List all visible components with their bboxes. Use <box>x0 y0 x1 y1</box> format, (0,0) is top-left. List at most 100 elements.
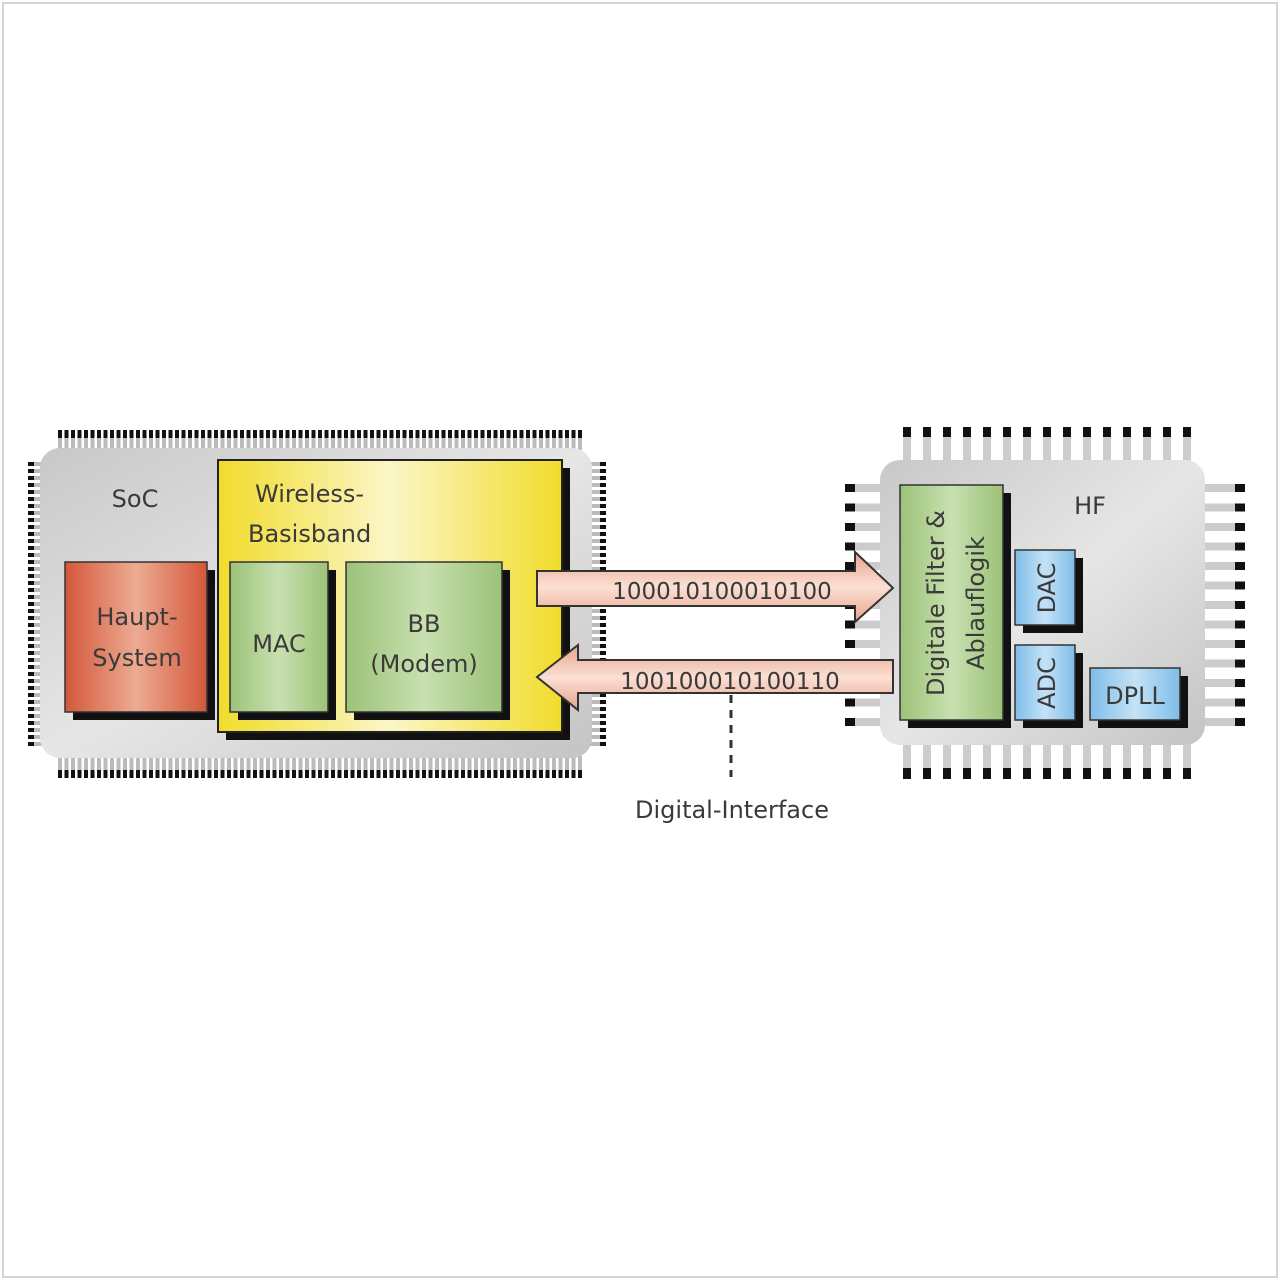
chip-pin <box>103 756 108 770</box>
chip-pin <box>1235 601 1245 609</box>
chip-pin <box>285 770 290 778</box>
chip-pin <box>903 437 911 462</box>
chip-pin <box>532 438 537 450</box>
chip-pin <box>526 438 530 450</box>
chip-pin <box>1235 523 1245 531</box>
bb-label-2: (Modem) <box>370 650 478 678</box>
chip-pin <box>149 438 153 450</box>
dac-block <box>1014 549 1076 626</box>
chip-pin <box>590 651 600 655</box>
chip-pin <box>454 438 459 450</box>
chip-pin <box>142 756 147 770</box>
chip-pin <box>298 438 303 450</box>
chip-pin <box>370 438 374 450</box>
chip-pin <box>590 644 600 648</box>
chip-pin <box>34 616 42 620</box>
chip-pin <box>845 523 855 531</box>
chip-pin <box>1203 542 1235 551</box>
chip-pin <box>305 430 309 438</box>
chip-pin <box>480 756 485 770</box>
chip-pin <box>558 770 563 778</box>
chip-pin <box>590 721 600 725</box>
chip-pin <box>519 756 524 770</box>
chip-pin <box>298 430 303 438</box>
chip-pin <box>34 532 42 536</box>
chip-pin <box>28 637 34 641</box>
chip-pin <box>28 714 34 718</box>
chip-pin <box>422 438 426 450</box>
chip-pin <box>600 560 606 564</box>
chip-pin <box>240 770 244 778</box>
chip-pin <box>168 770 173 778</box>
chip-pin <box>600 616 606 620</box>
chip-pin <box>370 430 374 438</box>
chip-pin <box>194 430 199 438</box>
chip-pin <box>272 756 277 770</box>
chip-pin <box>600 742 606 746</box>
chip-pin <box>1103 427 1111 437</box>
chip-pin <box>943 437 951 462</box>
chip-pin <box>519 438 524 450</box>
chip-pin <box>136 756 140 770</box>
chip-pin <box>337 770 342 778</box>
chip-pin <box>350 438 355 450</box>
chip-pin <box>220 438 225 450</box>
chip-pin <box>34 539 42 543</box>
chip-pin <box>389 438 394 450</box>
chip-pin <box>201 756 205 770</box>
chip-pin <box>123 770 127 778</box>
chip-pin <box>1083 427 1091 437</box>
chip-pin <box>590 511 600 515</box>
chip-pin <box>311 438 316 450</box>
chip-pin <box>1163 743 1171 768</box>
chip-pin <box>526 770 530 778</box>
chip-pin <box>461 438 465 450</box>
chip-pin <box>467 430 472 438</box>
chip-pin <box>389 756 394 770</box>
chip-pin <box>467 756 472 770</box>
chip-pin <box>207 430 212 438</box>
chip-pin <box>600 623 606 627</box>
chip-pin <box>272 438 277 450</box>
chip-pin <box>292 430 296 438</box>
chip-pin <box>571 756 576 770</box>
chip-pin <box>376 756 381 770</box>
chip-pin <box>357 430 361 438</box>
chip-pin <box>84 756 88 770</box>
chip-pin <box>474 756 478 770</box>
chip-pin <box>337 438 342 450</box>
chip-pin <box>28 658 34 662</box>
chip-pin <box>600 504 606 508</box>
chip-pin <box>28 707 34 711</box>
chip-pin <box>71 756 75 770</box>
chip-pin <box>532 430 537 438</box>
chip-pin <box>103 770 108 778</box>
chip-pin <box>487 770 491 778</box>
chip-pin <box>34 735 42 739</box>
chip-pin <box>272 770 277 778</box>
chip-pin <box>590 714 600 718</box>
chip-pin <box>383 430 387 438</box>
chip-pin <box>500 770 504 778</box>
chip-pin <box>600 553 606 557</box>
chip-pin <box>1003 427 1011 437</box>
chip-pin <box>422 756 426 770</box>
chip-pin <box>28 679 34 683</box>
chip-pin <box>90 438 95 450</box>
chip-pin <box>513 430 517 438</box>
haupt-label-1: Haupt- <box>96 603 177 631</box>
chip-pin <box>600 693 606 697</box>
chip-pin <box>565 756 569 770</box>
chip-pin <box>565 430 569 438</box>
chip-pin <box>28 602 34 606</box>
chip-pin <box>123 438 127 450</box>
chip-pin <box>344 430 348 438</box>
chip-pin <box>337 756 342 770</box>
chip-pin <box>1123 427 1131 437</box>
chip-pin <box>181 430 186 438</box>
chip-pin <box>136 430 140 438</box>
chip-pin <box>600 721 606 725</box>
chip-pin <box>116 430 121 438</box>
chip-pin <box>500 438 504 450</box>
